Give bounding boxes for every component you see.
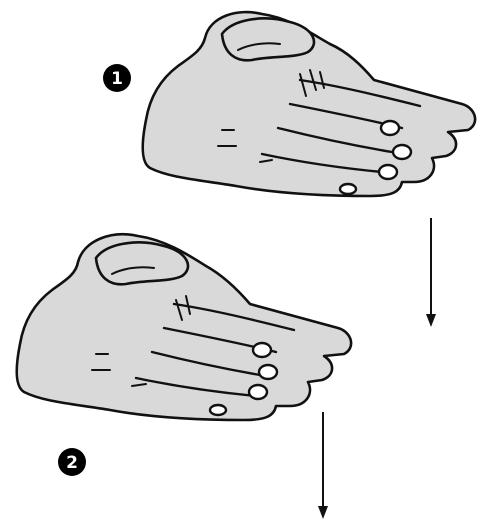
down-arrow-2 [318,412,328,519]
step-badge-2-label: 2 [66,453,78,473]
down-arrow-1 [426,218,436,327]
step-badge-1: 1 [103,64,131,92]
hand-2-illustration [17,234,351,420]
step-badge-2: 2 [58,448,86,476]
hand-1-illustration [143,12,475,196]
step-badge-1-label: 1 [111,69,123,89]
